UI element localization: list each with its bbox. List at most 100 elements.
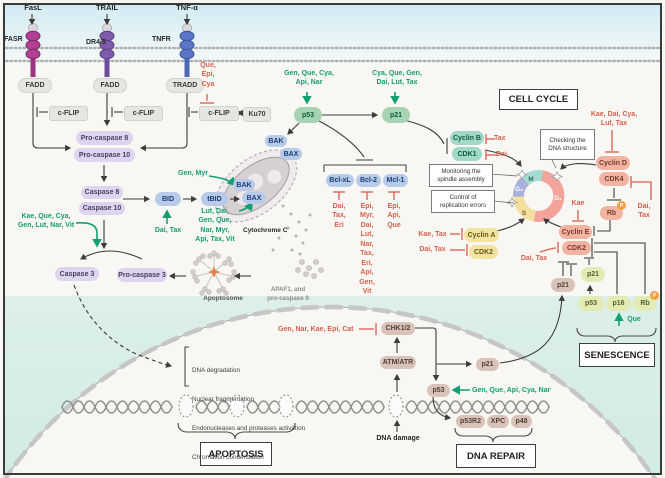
phase-g2-label: G₂	[515, 186, 523, 193]
phospho-badge-icon: P	[650, 291, 659, 300]
apoptosis-effects-list: DNA degradation Nuclear fragmentation En…	[192, 346, 305, 473]
node-caspase-8: Caspase 8	[81, 186, 123, 199]
inhibitor-of-cyclin-b: Tax	[494, 135, 506, 142]
cell-cycle-wheel	[513, 170, 565, 222]
node-p53-cyto: p53	[294, 107, 322, 123]
node-pro-caspase-10: Pro-caspase 10	[74, 148, 135, 162]
node-cyclin-a: Cyclin A	[464, 228, 499, 242]
node-xpc: XPC	[487, 415, 509, 428]
node-p53-senescence: p53	[578, 296, 604, 311]
black-arrows	[28, 14, 646, 432]
inhibitors-of-bclxl: Dai, Tax, Eri	[332, 203, 346, 229]
node-cflip-2: c-FLIP	[124, 106, 163, 121]
node-caspase-10: Caspase 10	[79, 202, 125, 215]
dr45-receptor-icon	[99, 23, 115, 77]
effect-item: DNA degradation	[192, 366, 240, 374]
cytochrome-c-dots-icon	[271, 204, 312, 256]
activator-of-p16: Que	[627, 316, 641, 323]
checkpoint-note-spindle: Monitoring the spindle assembly	[429, 164, 493, 187]
apaf1-label: APAF1, and pro-caspase 9	[267, 286, 309, 302]
node-atm-atr: ATM/ATR	[380, 356, 416, 369]
node-pro-caspase-3: Pro-caspase 3	[117, 268, 167, 282]
node-p21-cyto: p21	[382, 107, 410, 123]
node-cyclin-b: Cyclin B	[450, 131, 484, 145]
node-bcl2: Bcl-2	[356, 174, 381, 187]
dna-damage-label: DNA damage	[376, 435, 420, 442]
receptor-dr45-label: DR4/5	[86, 39, 106, 46]
activators-of-bax: Lut, Dai, Gen, Que, Nar, Myr, Api, Tax, …	[195, 208, 235, 244]
node-tbid: tBID	[201, 192, 228, 206]
phase-g1-label: G₁	[554, 195, 562, 202]
node-cyclin-e: Cyclin E	[559, 225, 592, 239]
dna-repair-title: DNA REPAIR	[456, 444, 536, 468]
inhibitors-of-bcl2: Epi, Myr, Dai, Lut, Nar, Tax, Eri, Api, …	[359, 203, 375, 295]
node-bax-outer: BAX	[280, 148, 302, 160]
apaf1-cluster-icon	[295, 259, 324, 279]
node-bak-outer: BAK	[265, 135, 287, 147]
node-p21-senescence-entry: p21	[551, 278, 575, 292]
node-pro-caspase-8: Pro-caspase 8	[76, 131, 133, 145]
node-cdk4: CDK4	[599, 172, 629, 186]
activators-of-p53-nucleus: Gen, Que, Api, Cya, Nar	[472, 387, 551, 394]
cytochrome-c-label: Cytochrome C	[243, 227, 288, 234]
ligand-fasl-label: FasL	[24, 3, 42, 12]
node-cdk2-e: CDK2	[562, 241, 591, 255]
inhibitor-of-cdk1: Dai	[496, 151, 507, 158]
inhibitors-of-cdk2-a: Dai, Tax	[419, 246, 446, 253]
checkpoint-note-replication: Control of replication errors	[431, 190, 495, 213]
effect-item: Chromation condensation	[192, 454, 264, 462]
dna-fragmentation-bursts-icon	[178, 394, 404, 418]
node-p53-nucleus: p53	[427, 384, 450, 397]
effect-item: Nuclear fragmentation	[192, 395, 254, 403]
activators-of-p21: Cya, Que, Gen, Dai, Lut, Tax	[372, 70, 422, 87]
phase-m-label: M	[528, 176, 533, 183]
node-p48: p48	[511, 415, 532, 428]
dna-helix-icon	[61, 400, 550, 414]
apoptosome-icon	[190, 250, 237, 296]
nuclear-envelope	[3, 304, 657, 478]
node-ku70: Ku70	[243, 107, 271, 122]
braces	[177, 164, 657, 443]
node-cflip-1: c-FLIP	[49, 106, 88, 121]
wheel-phase-labels: M G₁ S G₂	[515, 176, 562, 217]
checkpoint-note-dna-structure: Checking the DNA structure	[540, 129, 595, 160]
node-cyclin-d: Cyclin D	[596, 156, 630, 170]
senescence-title: SENESCENCE	[579, 343, 655, 367]
node-p16-senescence: p16	[606, 296, 631, 311]
node-mcl1: Mcl-1	[383, 174, 408, 187]
activators-of-caspase3: Kae, Que, Cya, Gen, Lut, Nar, Vit	[17, 213, 75, 230]
ligand-tnfa-label: TNF-α	[176, 3, 198, 12]
inhibitors-of-mcl1: Epi, Api, Que	[387, 203, 401, 229]
inhibitors-of-cyclin-d: Kae, Dai, Cya, Lut, Tax	[590, 111, 638, 128]
node-bax-inner: BAX	[242, 192, 266, 204]
node-chk12: CHK1/2	[381, 322, 415, 335]
node-fadd-2: FADD	[93, 78, 127, 93]
receptor-tnfr-label: TNFR	[152, 36, 171, 43]
apoptosis-title: APOPTOSIS	[200, 442, 272, 466]
node-bid: BID	[155, 192, 181, 206]
node-bclxl: Bcl-xL	[326, 174, 354, 187]
node-cdk2-a: CDK2	[469, 245, 498, 259]
apoptosome-label: Apoptosome	[203, 295, 243, 302]
phospho-badge-icon: P	[617, 201, 626, 210]
inhibitor-of-cyclin-e: Kae	[571, 200, 585, 207]
node-rb-senescence: Rb	[633, 296, 657, 311]
inhibitors-of-cyclin-a: Kae, Tax	[418, 231, 447, 238]
node-caspase-3: Caspase 3	[55, 267, 99, 281]
ligand-trail-label: TRAIL	[95, 3, 119, 12]
tnfr-receptor-icon	[179, 23, 195, 77]
phase-s-label: S	[522, 210, 527, 217]
activators-of-bak: Gen, Myr	[178, 170, 208, 177]
activators-of-p53: Gen, Que, Cya, Api, Nar	[284, 70, 334, 87]
inhibitors-of-cflip: Que, Epi, Cya	[200, 62, 216, 88]
receptor-fasr-label: FASR	[4, 36, 23, 43]
node-cdk1: CDK1	[452, 147, 482, 161]
node-bak-inner: BAK	[233, 179, 255, 191]
activators-of-bid: Dai, Tax	[154, 227, 182, 234]
node-p21-senescence: p21	[581, 267, 605, 282]
node-p53r2: p53R2	[456, 415, 485, 428]
effect-item: Endonucleases and proteases activation	[192, 425, 306, 432]
node-cflip-3: c-FLIP	[199, 106, 239, 121]
